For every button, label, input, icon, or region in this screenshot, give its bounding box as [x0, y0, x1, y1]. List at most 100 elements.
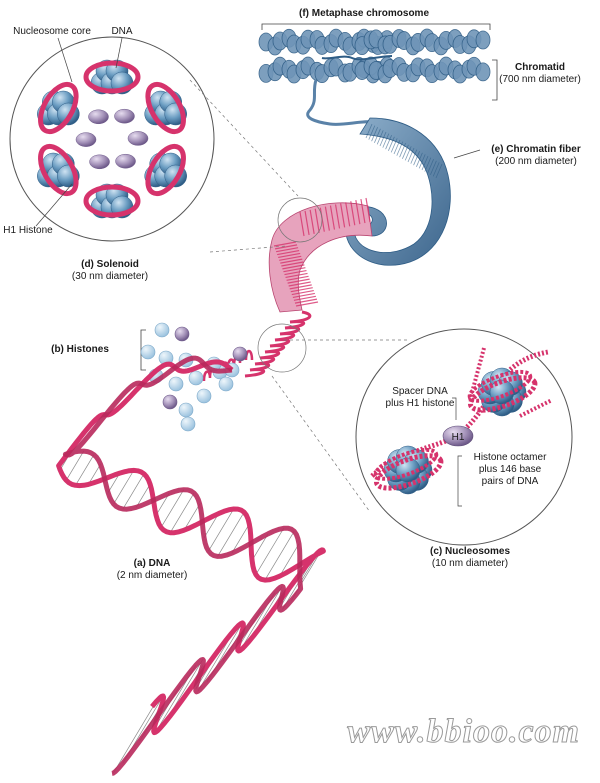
fiber-hatch [421, 155, 429, 171]
solenoid-hatch [281, 261, 304, 267]
solenoid-hatch [280, 258, 303, 264]
h1-histone-label: H1 Histone [3, 225, 53, 236]
wrapped-dna [373, 453, 444, 491]
solenoid-hatch [340, 203, 346, 228]
fiber-hatch [365, 123, 373, 139]
base-pair-rung [65, 450, 85, 481]
solenoid-hatch [345, 202, 351, 227]
dna-top-label: DNA [111, 26, 132, 37]
dna-wrap [38, 143, 79, 197]
chromatid-title: Chromatid [515, 62, 565, 73]
solenoid-hatch [334, 204, 341, 229]
solenoid-hatch [365, 197, 371, 223]
base-pair-rung [251, 533, 269, 561]
metaphase-bracket [261, 23, 491, 30]
solenoid-hatch [284, 269, 307, 276]
centromere [321, 55, 393, 61]
base-pair-rung [160, 489, 185, 528]
dna-wrap [145, 81, 186, 135]
solenoid-hatch [289, 284, 312, 290]
base-pair-rung [183, 503, 201, 531]
octamer-bracket [457, 455, 462, 507]
h1-bead-small [75, 132, 97, 147]
solenoid-hatch [309, 209, 315, 234]
solenoid-hatch [277, 249, 300, 256]
fiber-hatch [435, 163, 443, 179]
fiber-hatch [374, 128, 381, 143]
base-pair-rung [88, 464, 101, 485]
solenoid-hatch [290, 287, 313, 293]
solenoid-hatch [288, 281, 311, 287]
dna-top-leader [115, 37, 123, 69]
spacer-line1: Spacer DNA [392, 386, 448, 397]
fiber-hatch [376, 130, 384, 145]
chromatid-loop [475, 62, 491, 82]
base-pair-rung [113, 470, 135, 505]
chromatid-loop [475, 30, 491, 50]
solenoid-hatch [291, 289, 314, 296]
fiber-hatch [418, 154, 426, 169]
solenoid-inset: Nucleosome core DNA H1 Histone (d) Solen… [3, 26, 323, 282]
solenoid-diameter: (30 nm diameter) [72, 271, 148, 282]
fiber-hatch [430, 160, 437, 175]
base-pair-rung [264, 531, 295, 581]
solenoid-hatch [293, 295, 317, 301]
loose-histones [140, 322, 248, 432]
nucleosomes-title: (c) Nucleosomes [430, 546, 510, 557]
dna-wrap [38, 81, 79, 135]
solenoid-hatch [355, 200, 361, 225]
base-pair-rung [231, 523, 250, 554]
octamer-line3: pairs of DNA [482, 476, 539, 487]
solenoid-hatch [279, 255, 302, 261]
wrapped-dna [467, 369, 533, 403]
solenoid-hatch [314, 208, 320, 233]
watermark: www.bbioo.com [347, 713, 580, 750]
metaphase-title: (f) Metaphase chromosome [299, 8, 429, 19]
dna-wrap [83, 184, 141, 218]
chromosome-fiber-strand [306, 79, 381, 126]
solenoid-hatch [299, 211, 305, 237]
nucleosomes-diameter: (10 nm diameter) [432, 558, 508, 569]
solenoid-hatch [324, 206, 330, 231]
nucleosome-core-leader [57, 37, 73, 83]
solenoid-hatch [292, 292, 315, 299]
fiber-hatch [399, 143, 406, 158]
core-histone-bead [180, 416, 196, 432]
chromatin-fiber: (e) Chromatin fiber (200 nm diameter) [345, 117, 581, 266]
chromatid-bracket [492, 59, 498, 101]
solenoid-zoom-line-top [189, 79, 299, 197]
fiber-hatch [396, 141, 404, 156]
h1-bead [442, 425, 474, 447]
dna-double-helix [56, 355, 326, 776]
solenoid-zoom-line-bottom [209, 245, 287, 253]
chromatid-pair [258, 28, 491, 84]
chromatin-fiber-coil [345, 117, 451, 266]
solenoid-hatch [282, 264, 305, 270]
solenoid-texture [273, 197, 371, 307]
nucleosomes-inset: Spacer DNA plus H1 histone H1 Histone oc… [257, 323, 573, 569]
solenoid-hatch [273, 241, 297, 247]
core-histone-bead [154, 322, 170, 338]
base-pair-rung [135, 483, 151, 508]
core-histone-bead [196, 388, 212, 404]
fiber-hatch [410, 149, 418, 164]
solenoid-hatch [360, 198, 366, 224]
core-histone-bead [168, 376, 184, 392]
h1-bead-small [127, 131, 149, 146]
h1-bead-small [88, 109, 109, 125]
solenoid-hatch [285, 272, 308, 279]
solenoid-title: (d) Solenoid [81, 259, 139, 270]
solenoid-segment [268, 197, 373, 313]
fiber-hatch [404, 146, 412, 161]
solenoid-rosette [37, 59, 187, 219]
spacer-leader [452, 397, 457, 420]
solenoid-zoom-marker [277, 197, 323, 243]
fiber-hatch [388, 136, 395, 151]
nucleosome-pair [370, 347, 553, 495]
solenoid-hatch [278, 252, 301, 259]
core-histone-bead [178, 402, 194, 418]
base-pair-rung [75, 454, 95, 486]
h1-histone-bead [162, 394, 178, 410]
nucleosome-zoom-line-bottom [271, 375, 371, 513]
